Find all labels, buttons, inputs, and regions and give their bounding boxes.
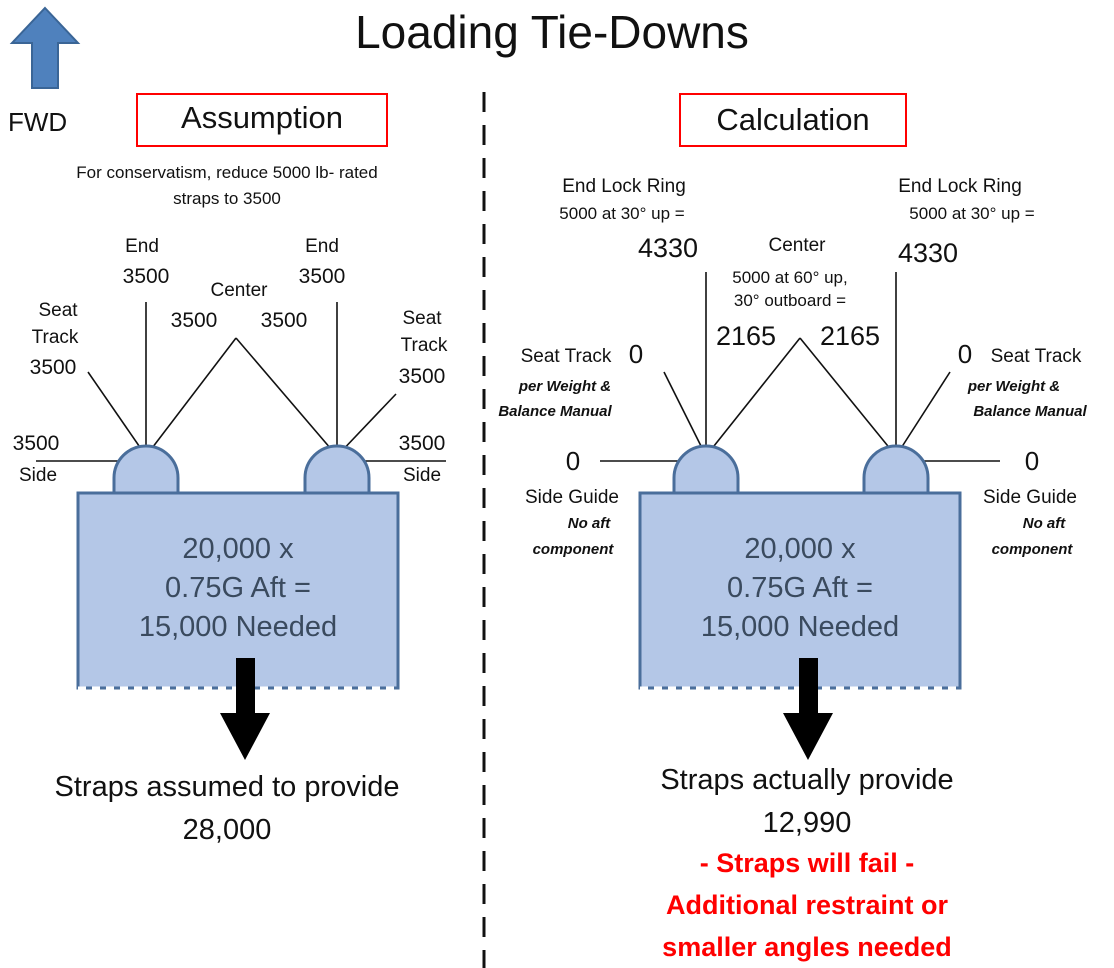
assumption-down-arrow-icon bbox=[220, 658, 270, 760]
assumption-right-ring bbox=[303, 444, 371, 493]
calculation-seat-left-label: Seat Track bbox=[521, 346, 612, 367]
calculation-seat-right-note1: per Weight & bbox=[967, 378, 1060, 395]
assumption-seat-right-label2: Track bbox=[401, 335, 448, 356]
calculation-seat-right-label: Seat Track bbox=[991, 346, 1082, 367]
calculation-header-box bbox=[679, 93, 907, 147]
calculation-side-right-value: 0 bbox=[1025, 446, 1039, 476]
assumption-end-left-label: End bbox=[125, 236, 159, 257]
calculation-seat-right-note2: Balance Manual bbox=[973, 403, 1087, 420]
calculation-warning-line3: smaller angles needed bbox=[662, 932, 952, 962]
assumption-seat-left-label1: Seat bbox=[38, 300, 78, 321]
assumption-straps bbox=[36, 302, 446, 462]
calculation-seat-left-note1: per Weight & bbox=[518, 378, 611, 395]
calculation-center-label: Center bbox=[768, 235, 826, 256]
assumption-cargo-box bbox=[76, 491, 400, 690]
calculation-warning-line1: - Straps will fail - bbox=[700, 848, 915, 878]
calculation-side-left-note1: No aft bbox=[568, 515, 612, 532]
assumption-seat-left-label2: Track bbox=[32, 327, 79, 348]
assumption-note-line2: straps to 3500 bbox=[173, 189, 281, 208]
calculation-side-right-note2: component bbox=[992, 541, 1074, 558]
calculation-box-line2: 0.75G Aft = bbox=[727, 572, 873, 604]
calculation-header: Calculation bbox=[716, 102, 869, 137]
assumption-side-left-value: 3500 bbox=[13, 432, 60, 455]
calculation-center-formula2: 30° outboard = bbox=[734, 291, 846, 310]
calculation-right-ring bbox=[862, 444, 930, 493]
assumption-center-left-value: 3500 bbox=[171, 309, 218, 332]
calculation-left-ring bbox=[672, 444, 740, 493]
calculation-seat-left-value: 0 bbox=[629, 339, 643, 369]
assumption-left-ring bbox=[112, 444, 180, 493]
assumption-box-line2: 0.75G Aft = bbox=[165, 572, 311, 604]
assumption-header: Assumption bbox=[181, 100, 343, 135]
assumption-box-line1: 20,000 x bbox=[182, 533, 294, 565]
calculation-seat-right-value: 0 bbox=[958, 339, 972, 369]
fwd-label: FWD bbox=[8, 107, 67, 137]
calculation-end-right-value: 4330 bbox=[898, 238, 958, 268]
calculation-seat-left-note2: Balance Manual bbox=[498, 403, 612, 420]
assumption-side-right-label: Side bbox=[403, 465, 441, 486]
calculation-end-left-formula: 5000 at 30° up = bbox=[559, 204, 685, 223]
assumption-result-line2: 28,000 bbox=[183, 814, 272, 846]
calculation-down-arrow-icon bbox=[783, 658, 833, 760]
calculation-side-left-value: 0 bbox=[566, 446, 580, 476]
assumption-box-line3: 15,000 Needed bbox=[139, 611, 337, 643]
calculation-end-right-formula: 5000 at 30° up = bbox=[909, 204, 1035, 223]
page-title: Loading Tie-Downs bbox=[355, 6, 749, 58]
assumption-end-right-value: 3500 bbox=[299, 265, 346, 288]
assumption-center-right-value: 3500 bbox=[261, 309, 308, 332]
assumption-header-box bbox=[136, 93, 388, 147]
assumption-seat-right-label1: Seat bbox=[402, 308, 442, 329]
assumption-seat-right-value: 3500 bbox=[399, 365, 446, 388]
calculation-box-line3: 15,000 Needed bbox=[701, 611, 899, 643]
calculation-result-line1: Straps actually provide bbox=[660, 764, 953, 796]
assumption-side-left-label: Side bbox=[19, 465, 57, 486]
calculation-center-left-value: 2165 bbox=[716, 321, 776, 351]
assumption-center-label: Center bbox=[210, 280, 268, 301]
assumption-side-right-value: 3500 bbox=[399, 432, 446, 455]
calculation-side-right-label: Side Guide bbox=[983, 487, 1077, 508]
assumption-end-right-label: End bbox=[305, 236, 339, 257]
calculation-side-right-note1: No aft bbox=[1023, 515, 1067, 532]
assumption-note-line1: For conservatism, reduce 5000 lb- rated bbox=[76, 163, 377, 182]
fwd-arrow-icon bbox=[9, 6, 81, 89]
calculation-side-left-label: Side Guide bbox=[525, 487, 619, 508]
calculation-center-right-value: 2165 bbox=[820, 321, 880, 351]
calculation-end-right-label: End Lock Ring bbox=[898, 176, 1022, 197]
calculation-end-left-value: 4330 bbox=[638, 233, 698, 263]
calculation-result-line2: 12,990 bbox=[763, 807, 852, 839]
calculation-center-formula1: 5000 at 60° up, bbox=[732, 268, 848, 287]
assumption-end-left-value: 3500 bbox=[123, 265, 170, 288]
calculation-side-left-note2: component bbox=[533, 541, 615, 558]
calculation-warning-line2: Additional restraint or bbox=[666, 890, 949, 920]
assumption-result-line1: Straps assumed to provide bbox=[55, 771, 400, 803]
calculation-end-left-label: End Lock Ring bbox=[562, 176, 686, 197]
calculation-box-line1: 20,000 x bbox=[744, 533, 856, 565]
assumption-seat-left-value: 3500 bbox=[30, 356, 77, 379]
calculation-cargo-box bbox=[638, 491, 962, 690]
